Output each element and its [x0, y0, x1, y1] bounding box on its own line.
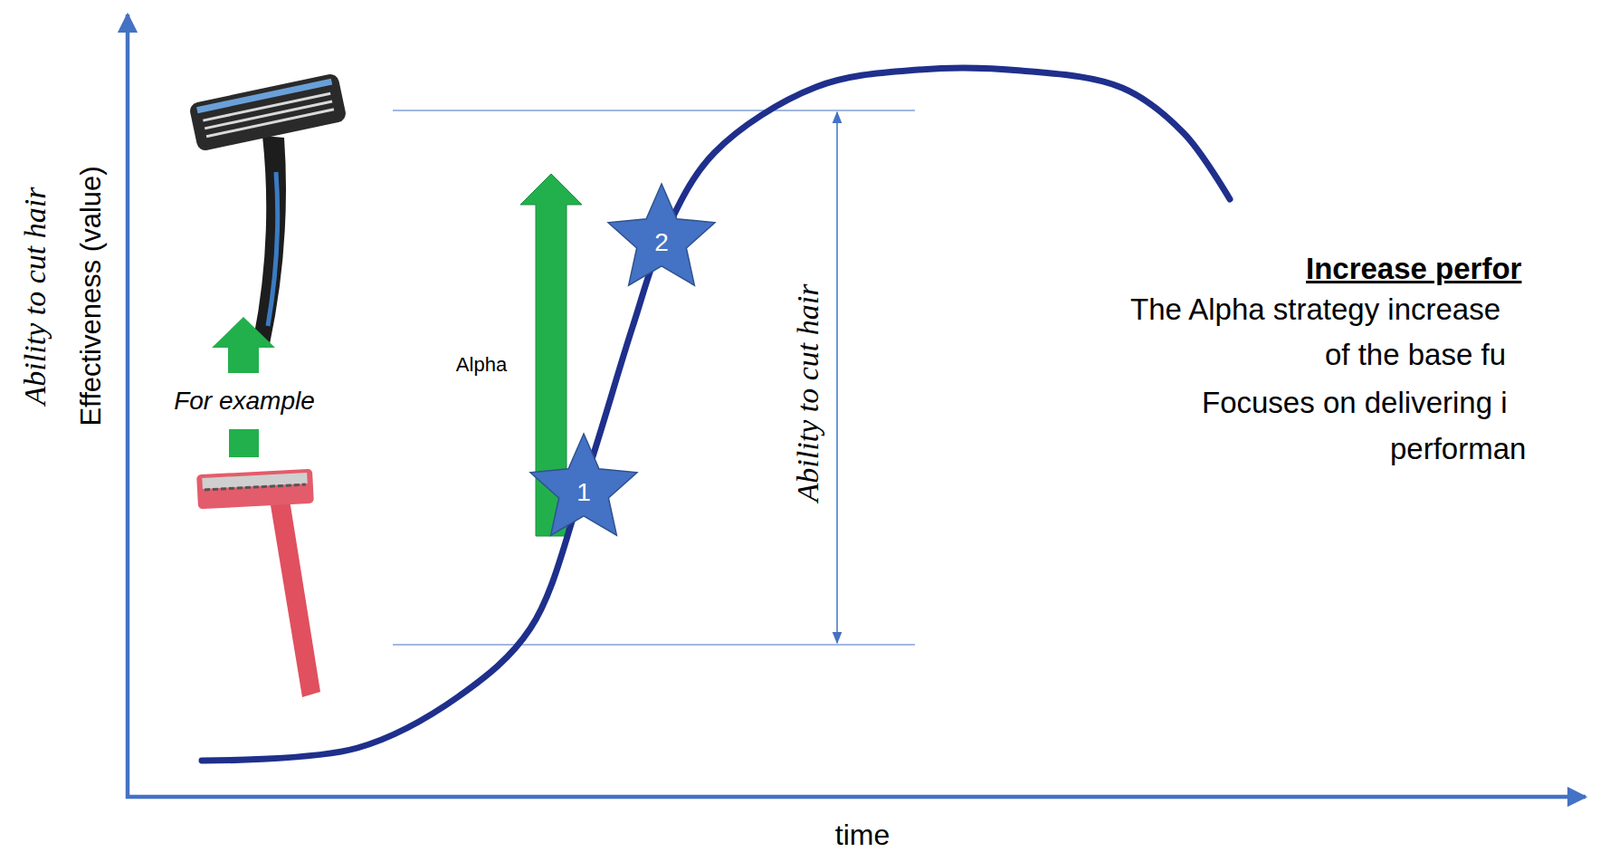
dimension-label: Ability to cut hair	[790, 284, 826, 503]
panel-text-text: Focuses on delivering i	[1201, 385, 1508, 420]
axis-label-text: Effectiveness (value)	[75, 165, 107, 426]
razor-handle	[269, 499, 321, 697]
callout-star: 1	[525, 431, 642, 548]
panel-text-text: of the base fu	[1324, 337, 1506, 372]
razor-blade	[201, 472, 307, 489]
example-note: For example	[173, 386, 315, 416]
guide-line	[392, 643, 915, 645]
s-curve	[201, 67, 1230, 761]
razor-blade	[206, 109, 334, 137]
advanced-razor-picture	[188, 72, 348, 344]
example-arrow	[211, 316, 276, 373]
example-note-text: For example	[173, 386, 315, 415]
y-axis	[125, 14, 131, 799]
axis-label: Effectiveness (value)	[75, 165, 108, 426]
dimension-arrow	[836, 112, 839, 643]
panel-text-text: performan	[1390, 431, 1526, 466]
razor-head	[188, 72, 348, 153]
x-axis	[125, 794, 1586, 800]
panel-text: Focuses on delivering i	[1201, 385, 1508, 420]
razor-grip	[267, 171, 278, 326]
panel-text: The Alpha strategy increase	[1130, 292, 1501, 327]
star-outline	[530, 433, 638, 535]
axis-label: time	[835, 818, 890, 852]
basic-razor-picture	[196, 468, 321, 697]
arrow-label: Alpha	[456, 352, 507, 376]
star-outline	[608, 183, 715, 286]
razor-handle	[253, 135, 286, 344]
panel-heading: Increase perfor	[1305, 251, 1522, 286]
callout-number: 1	[576, 479, 591, 505]
arrow-label-text: Alpha	[456, 352, 507, 376]
panel-text: performan	[1390, 431, 1526, 467]
axis-label-text: time	[835, 818, 890, 851]
panel-text-text: The Alpha strategy increase	[1130, 292, 1501, 326]
axis-label: Ability to cut hair	[17, 187, 53, 406]
dimension-label-text: Ability to cut hair	[790, 284, 825, 503]
guide-line	[392, 109, 915, 111]
example-arrow-tail	[228, 428, 259, 458]
callout-number: 2	[654, 229, 669, 256]
axis-label-text: Ability to cut hair	[18, 187, 52, 406]
panel-heading-text: Increase perfor	[1305, 251, 1522, 286]
callout-star: 2	[603, 181, 720, 298]
razor-head	[196, 468, 315, 510]
panel-text: of the base fu	[1324, 337, 1506, 372]
razor-edge	[204, 484, 306, 490]
